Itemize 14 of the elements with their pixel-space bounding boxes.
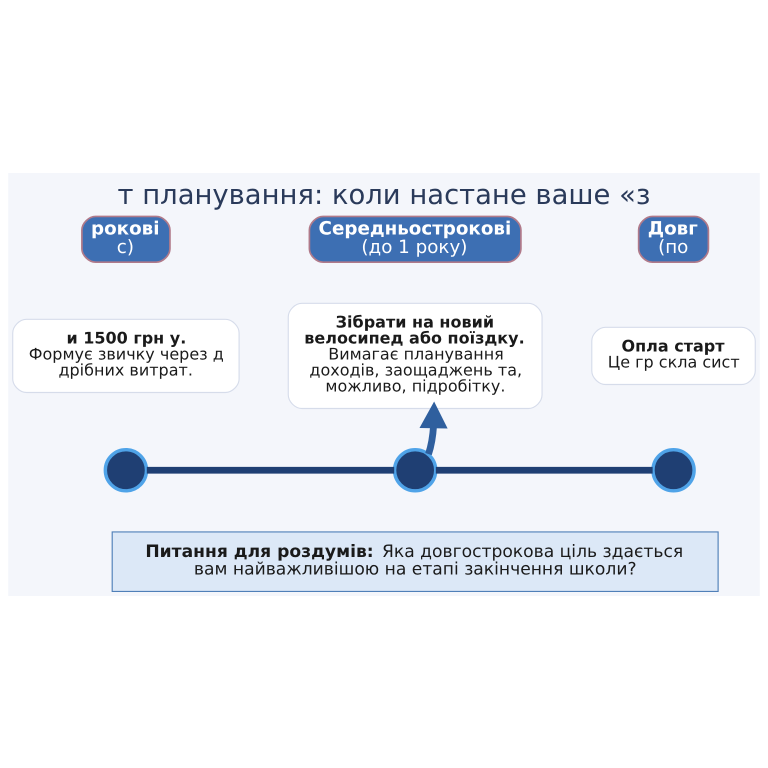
node-box: Опла старт Це гр скла сист bbox=[591, 326, 756, 385]
connector bbox=[436, 466, 653, 474]
node-box: и 1500 грн у. Формує звичку через д дрібних витрат. bbox=[12, 318, 240, 393]
node-box: Довг (по bbox=[638, 215, 710, 263]
node-circle bbox=[392, 447, 438, 492]
diagram-title: т планування: коли настане ваше «з bbox=[118, 180, 650, 211]
node-box: Зібрати на новий велосипед або поїздку. Вимагає планування доходів, заощаджень та, можливо, підробітку. bbox=[288, 302, 543, 409]
node-box: рокові с) bbox=[81, 215, 171, 263]
node-circle bbox=[104, 447, 148, 492]
node-circle bbox=[651, 447, 696, 492]
node-box: Середньострокові (до 1 року) bbox=[308, 215, 522, 263]
connector bbox=[146, 466, 394, 474]
arrow bbox=[420, 400, 448, 455]
node-box: Питання для роздумів: Яка довгострокова ціль здається вам найважливішою на етапі закінчення школи? bbox=[112, 530, 719, 592]
